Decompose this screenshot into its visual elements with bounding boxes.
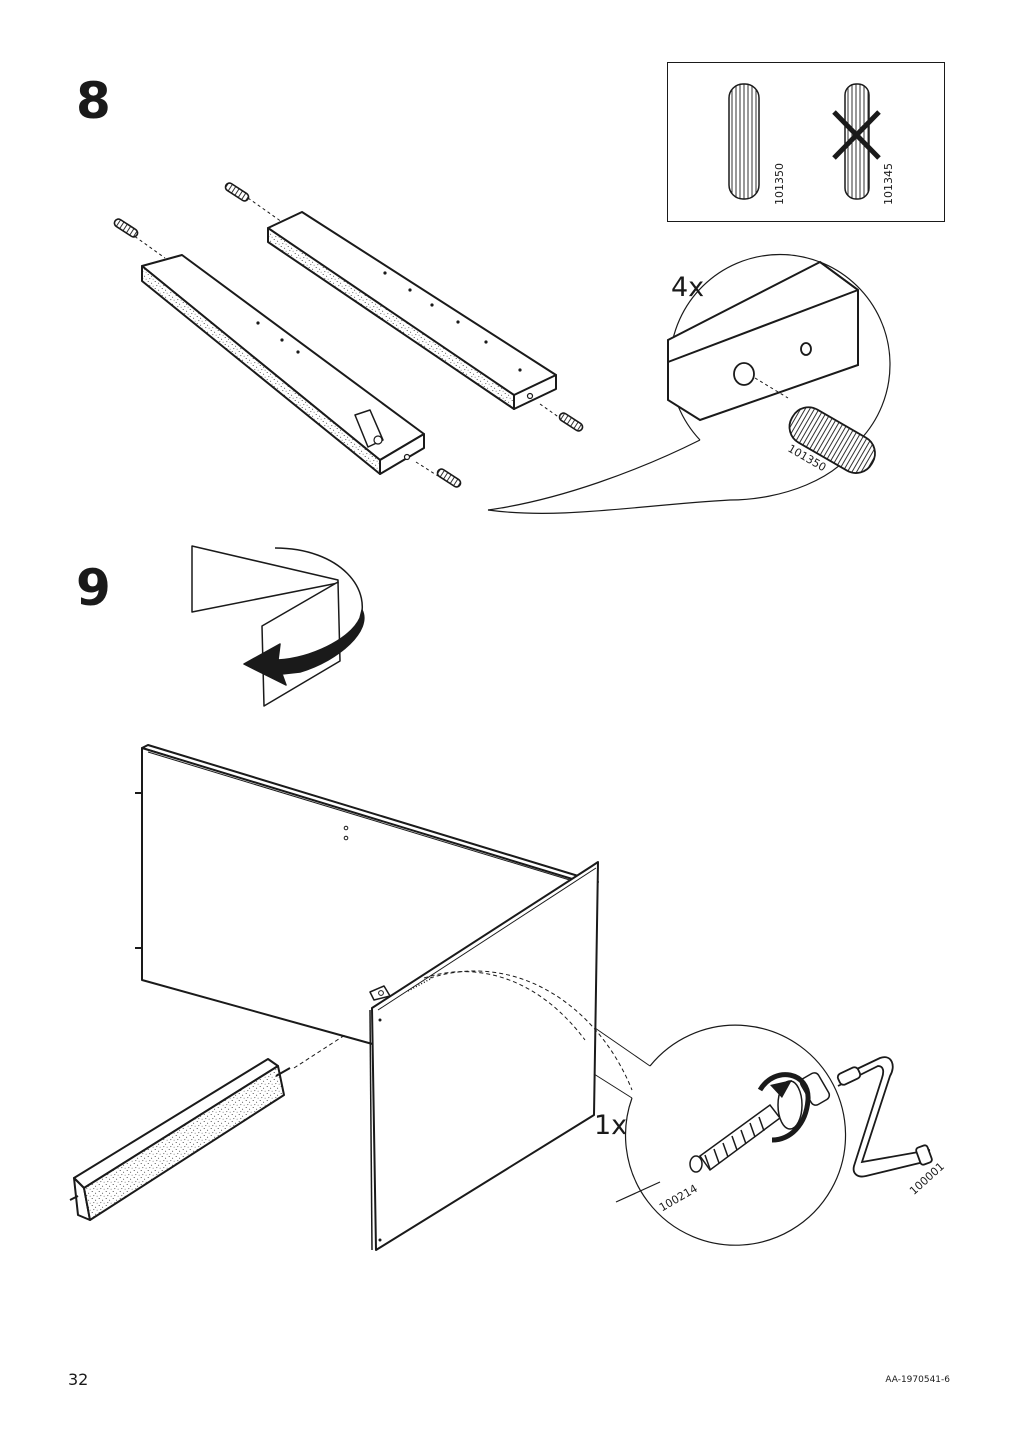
wrong-dowel-icon: [831, 82, 881, 200]
step-9-number: 9: [76, 559, 111, 617]
dowel-top-left: [224, 182, 283, 223]
step-9-rail: [69, 1058, 291, 1221]
step-9-side-panel: [369, 861, 599, 1251]
step-8-quantity: 4x: [671, 272, 705, 303]
dowel-mid-left: [113, 218, 166, 259]
dowel-comparison-box: 101350 101345: [667, 62, 945, 222]
document-id: AA-1970541-6: [885, 1375, 950, 1385]
wrong-dowel-code: 101345: [882, 163, 895, 205]
step-8-rails: [141, 211, 557, 475]
step-9-detail-circle: [615, 1024, 933, 1246]
screw-100214: [689, 1072, 831, 1173]
dowel-right: [539, 403, 584, 432]
step-8-detail-circle: [487, 253, 891, 514]
step-9-guide-lines: [293, 970, 633, 1091]
page-number: 32: [68, 1370, 89, 1389]
correct-dowel-code: 101350: [773, 163, 786, 205]
rotate-icon: [191, 545, 365, 707]
step-8-dowels: [113, 182, 584, 488]
large-dowel: [788, 406, 876, 474]
correct-dowel-icon: [727, 82, 760, 200]
step-9-quantity: 1x: [594, 1110, 628, 1141]
step-8-number: 8: [76, 72, 111, 130]
dowel-bottom: [415, 461, 462, 488]
crank-100001: [836, 1056, 933, 1178]
